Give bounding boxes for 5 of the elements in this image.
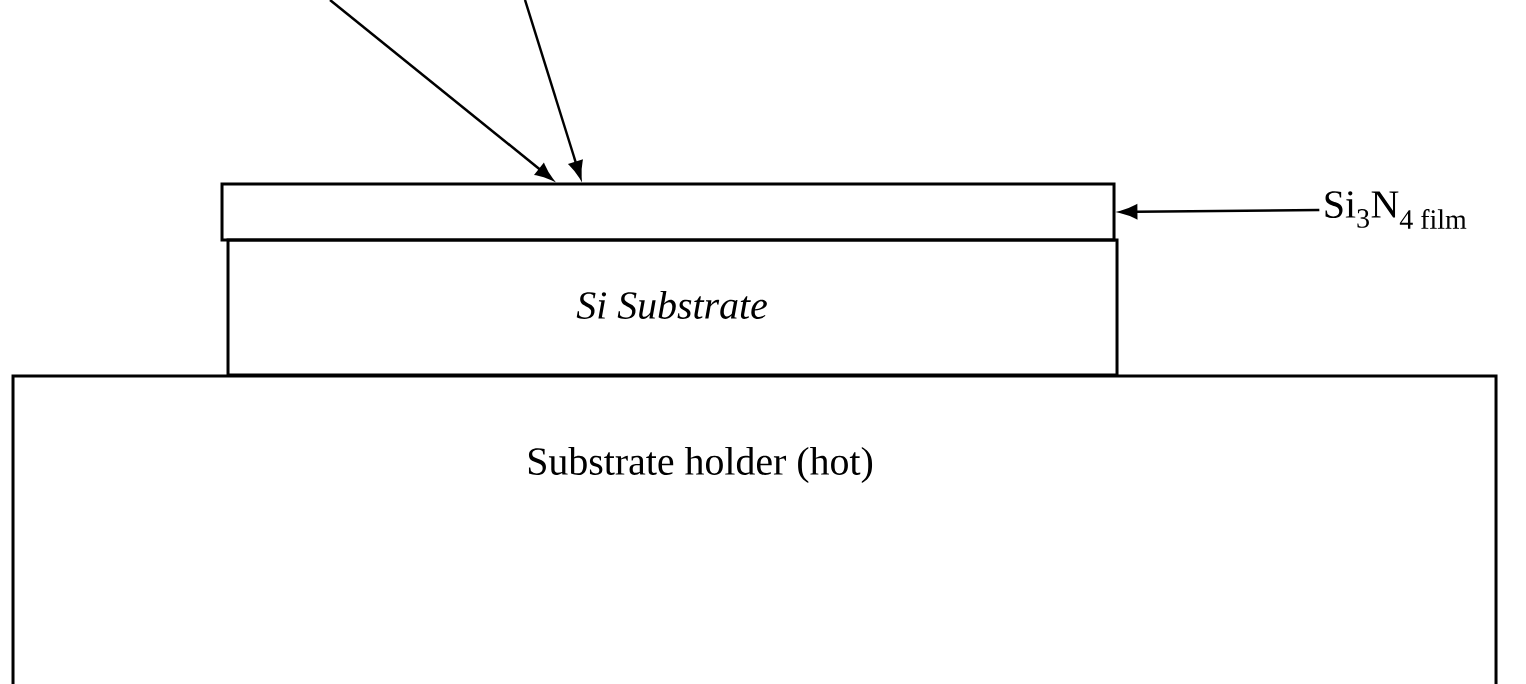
film-label: Si$_{3}$N$_{4 film}$	[1325, 191, 1467, 229]
holder-box: Substrate holder (hot)	[11, 374, 1498, 684]
substrate-box: Si Substrate	[226, 238, 1119, 377]
film-layer	[220, 182, 1116, 242]
leader-line	[1119, 204, 1320, 219]
